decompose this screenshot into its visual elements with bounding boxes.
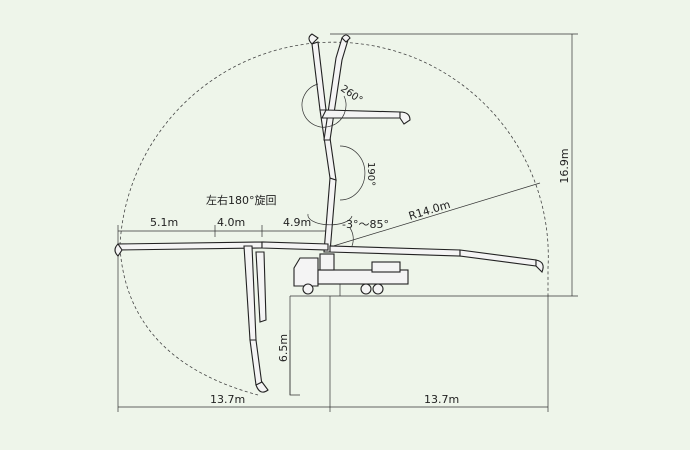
- angle-260-label: 260°: [338, 83, 364, 106]
- truck-wheel-rear-2: [372, 283, 384, 295]
- segment-label-3: 4.9m: [283, 216, 311, 229]
- truck-pump: [371, 261, 401, 273]
- arc-260: [301, 83, 347, 128]
- arc-190: [339, 145, 366, 201]
- swing-label: 左右180°旋回: [206, 193, 277, 207]
- elevation-label: -3°～85°: [342, 218, 389, 231]
- truck-cab: [293, 257, 319, 287]
- reach-right-label: 13.7m: [424, 393, 459, 406]
- radius-label: R14.0m: [407, 198, 452, 223]
- depth-label: 6.5m: [277, 334, 290, 362]
- angle-190-label: 190°: [365, 162, 376, 186]
- boom-down: [243, 245, 269, 393]
- boom-right: [329, 245, 544, 273]
- truck-turret: [319, 253, 335, 271]
- segment-label-1: 5.1m: [150, 216, 178, 229]
- height-label: 16.9m: [558, 148, 571, 183]
- reach-envelope-lower: [119, 247, 259, 396]
- arc-elevation: [349, 227, 354, 247]
- segment-label-2: 4.0m: [217, 216, 245, 229]
- radius-line: [329, 182, 541, 248]
- reach-envelope: [119, 41, 549, 296]
- truck-wheel-front: [302, 283, 314, 295]
- ground-line: [289, 296, 300, 396]
- arc-swing: [307, 213, 353, 226]
- truck-wheel-rear-1: [360, 283, 372, 295]
- truck: [293, 253, 409, 296]
- reach-left-label: 13.7m: [210, 393, 245, 406]
- boom-left: [114, 241, 329, 257]
- truck-bed: [317, 269, 409, 285]
